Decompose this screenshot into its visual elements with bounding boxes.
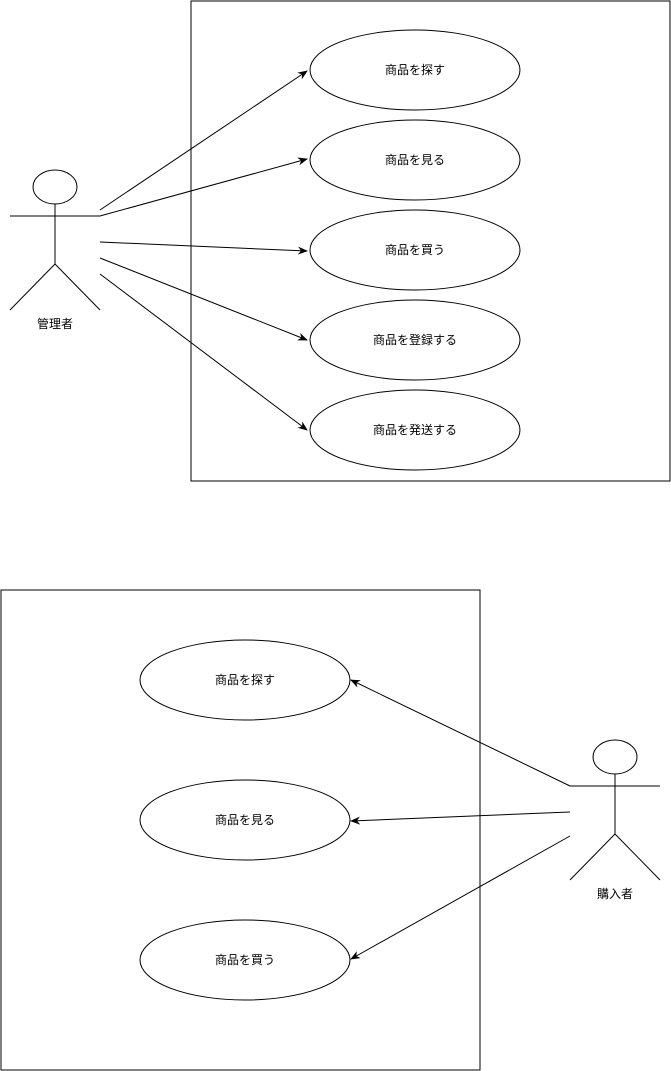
diagram-admin: 管理者 商品を探す 商品を見る 商品を買う 商品を登録する 商品を xyxy=(9,0,671,482)
association-admin-view[interactable] xyxy=(99,157,308,217)
use-case-buyer-view[interactable]: 商品を見る xyxy=(139,779,351,861)
use-case-admin-buy[interactable]: 商品を買う xyxy=(309,209,521,291)
use-case-admin-view[interactable]: 商品を見る xyxy=(309,119,521,201)
actor-admin[interactable] xyxy=(9,169,101,311)
use-case-admin-ship[interactable]: 商品を発送する xyxy=(309,389,521,471)
actor-left-leg xyxy=(569,833,616,881)
diagram-buyer: 商品を探す 商品を見る 商品を買う 購入者 xyxy=(0,589,661,1071)
association-admin-ship[interactable] xyxy=(99,273,308,431)
use-case-label: 商品を発送する xyxy=(373,422,457,437)
associations-buyer xyxy=(350,679,571,960)
actor-right-leg xyxy=(54,263,101,311)
actor-head xyxy=(592,739,638,775)
association-buyer-view[interactable] xyxy=(350,811,571,825)
use-case-label: 商品を登録する xyxy=(373,332,457,347)
actor-left-leg xyxy=(9,263,56,311)
actor-buyer-label: 購入者 xyxy=(597,887,633,901)
actor-right-leg xyxy=(614,833,661,881)
actor-buyer[interactable] xyxy=(569,739,661,881)
use-case-label: 商品を探す xyxy=(385,62,445,77)
use-case-label: 商品を探す xyxy=(215,672,275,687)
use-case-label: 商品を買う xyxy=(385,242,445,257)
actor-head xyxy=(32,169,78,205)
use-case-label: 商品を買う xyxy=(215,952,275,967)
use-case-buyer-buy[interactable]: 商品を買う xyxy=(139,919,351,1001)
association-buyer-search[interactable] xyxy=(350,679,571,787)
use-case-admin-search[interactable]: 商品を探す xyxy=(309,29,521,111)
association-admin-register[interactable] xyxy=(99,257,308,341)
association-buyer-buy[interactable] xyxy=(350,835,571,960)
use-case-label: 商品を見る xyxy=(215,812,275,827)
use-case-admin-register[interactable]: 商品を登録する xyxy=(309,299,521,381)
associations-admin xyxy=(99,70,308,431)
association-admin-search[interactable] xyxy=(99,70,308,211)
use-case-label: 商品を見る xyxy=(385,152,445,167)
association-admin-buy[interactable] xyxy=(99,241,308,255)
actor-admin-label: 管理者 xyxy=(37,316,73,331)
use-case-buyer-search[interactable]: 商品を探す xyxy=(139,639,351,721)
